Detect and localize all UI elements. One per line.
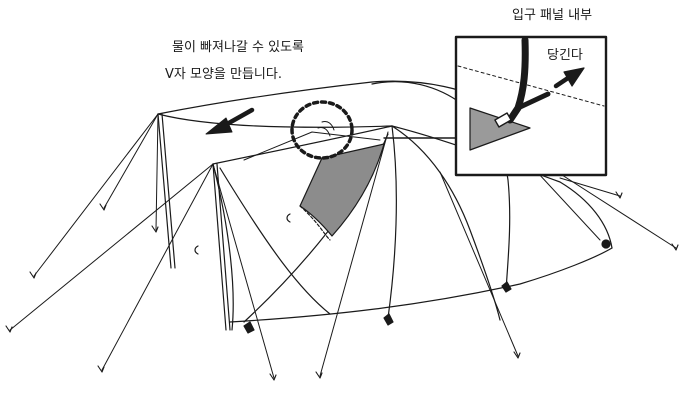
inset-box <box>454 35 608 177</box>
door-panel <box>299 143 385 237</box>
annotation-line-2: V자 모양을 만듭니다. <box>165 67 282 82</box>
stake-marks <box>5 191 679 381</box>
pull-arrow <box>553 67 585 89</box>
front-poles <box>157 113 231 331</box>
highlight-ellipse <box>290 100 354 160</box>
buckles <box>194 213 611 334</box>
water-flow-arrow <box>205 107 255 135</box>
door-zipper <box>299 205 331 241</box>
inset-buckle <box>494 112 512 128</box>
annotation-line-1: 물이 빠져나갈 수 있도록 <box>172 40 304 55</box>
pull-label: 당긴다 <box>547 48 583 63</box>
inset-strap-edge <box>515 91 551 111</box>
roof-v-fold <box>243 121 381 161</box>
inset-title: 입구 패널 내부 <box>512 8 593 23</box>
